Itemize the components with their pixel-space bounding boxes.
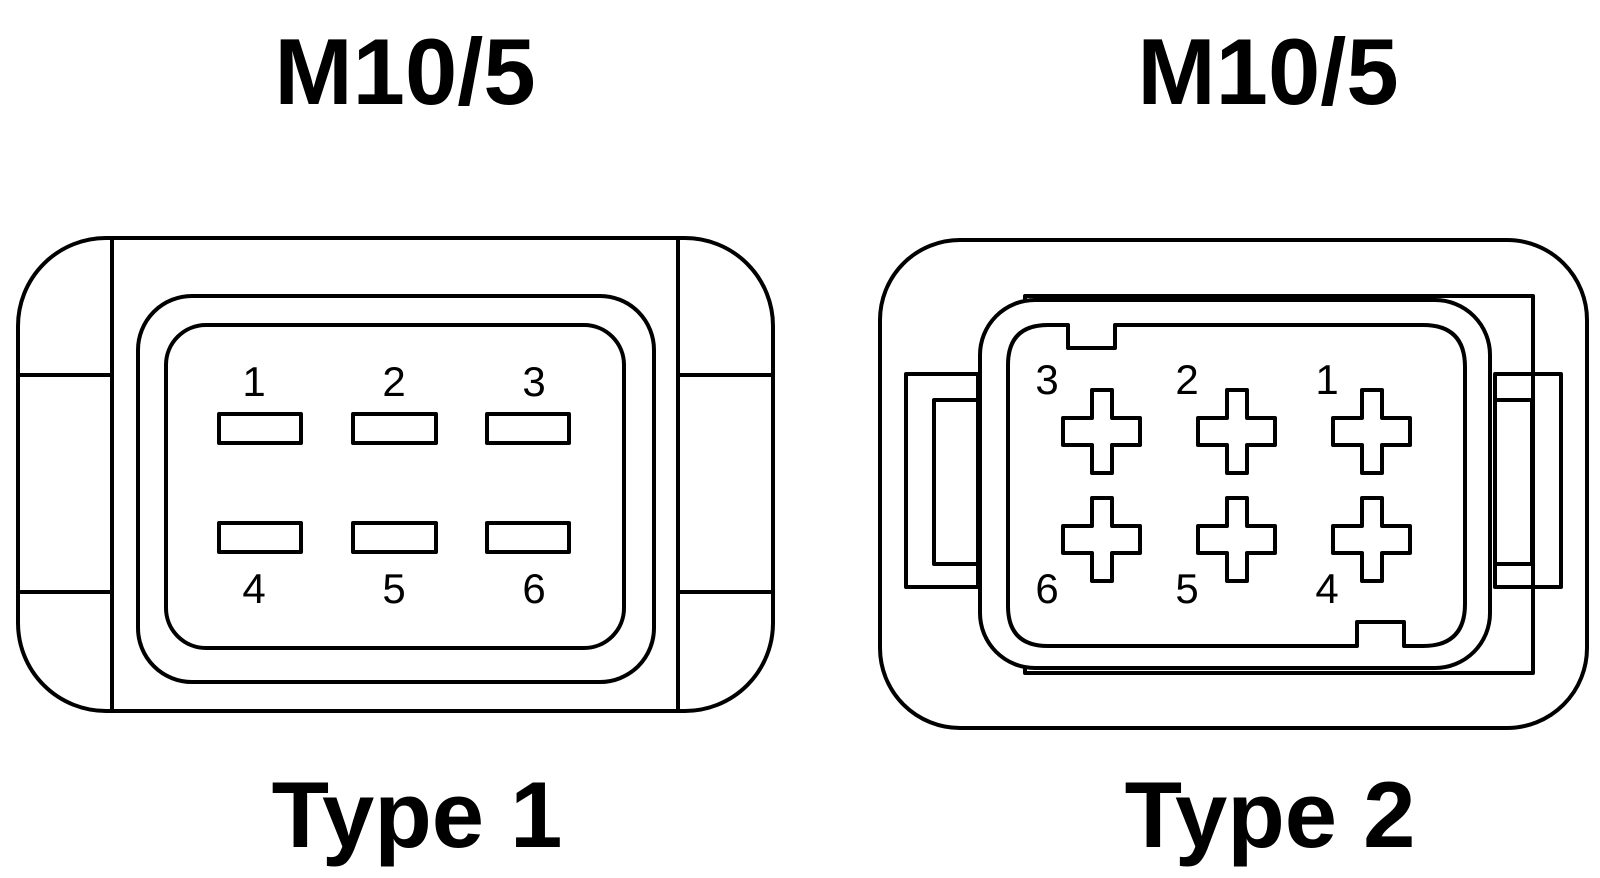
pin-slot <box>485 412 571 445</box>
connector-type-2-inner-frame <box>1006 323 1467 648</box>
pin-socket <box>1331 388 1412 475</box>
pin-label: 3 <box>1035 356 1058 403</box>
pin-label: 6 <box>522 565 545 612</box>
connector-type-1-inner-frame <box>164 323 626 650</box>
pin-socket <box>1061 388 1142 475</box>
connector-type-2-title: M10/5 <box>1137 19 1398 124</box>
pin-socket <box>1196 496 1277 583</box>
connector-type-1: M10/5 1 2 3 4 5 6 Type 1 <box>16 19 775 867</box>
pin-slot <box>217 521 303 554</box>
connector-type-2-right-latch-inner <box>1493 398 1534 566</box>
pin-label: 2 <box>382 358 405 405</box>
pin-label: 1 <box>1315 356 1338 403</box>
connector-type-1-caption: Type 1 <box>272 762 563 867</box>
connector-type-2-housing <box>878 238 1589 730</box>
connector-type-2-left-latch <box>904 372 980 589</box>
connector-type-1-housing <box>16 236 775 713</box>
pin-slot <box>217 412 303 445</box>
pin-label: 1 <box>242 358 265 405</box>
pin-slot <box>351 412 438 445</box>
connector-type-2-left-latch-inner <box>932 398 980 566</box>
connector-type-2-caption: Type 2 <box>1125 762 1416 867</box>
pin-label: 5 <box>1175 565 1198 612</box>
pin-socket <box>1061 496 1142 583</box>
connector-type-1-title: M10/5 <box>274 19 535 124</box>
pin-label: 4 <box>1315 565 1338 612</box>
pin-socket <box>1331 496 1412 583</box>
pin-label: 6 <box>1035 565 1058 612</box>
connector-type-2: M10/5 3 2 1 6 5 4 Type 2 <box>878 19 1589 867</box>
connector-type-2-right-latch <box>1493 372 1563 589</box>
pin-label: 5 <box>382 565 405 612</box>
pin-label: 4 <box>242 565 265 612</box>
pin-slot <box>485 521 571 554</box>
pin-slot <box>351 521 438 554</box>
pin-label: 2 <box>1175 356 1198 403</box>
pin-socket <box>1196 388 1277 475</box>
connector-type-1-outer-frame <box>136 294 656 684</box>
pin-label: 3 <box>522 358 545 405</box>
